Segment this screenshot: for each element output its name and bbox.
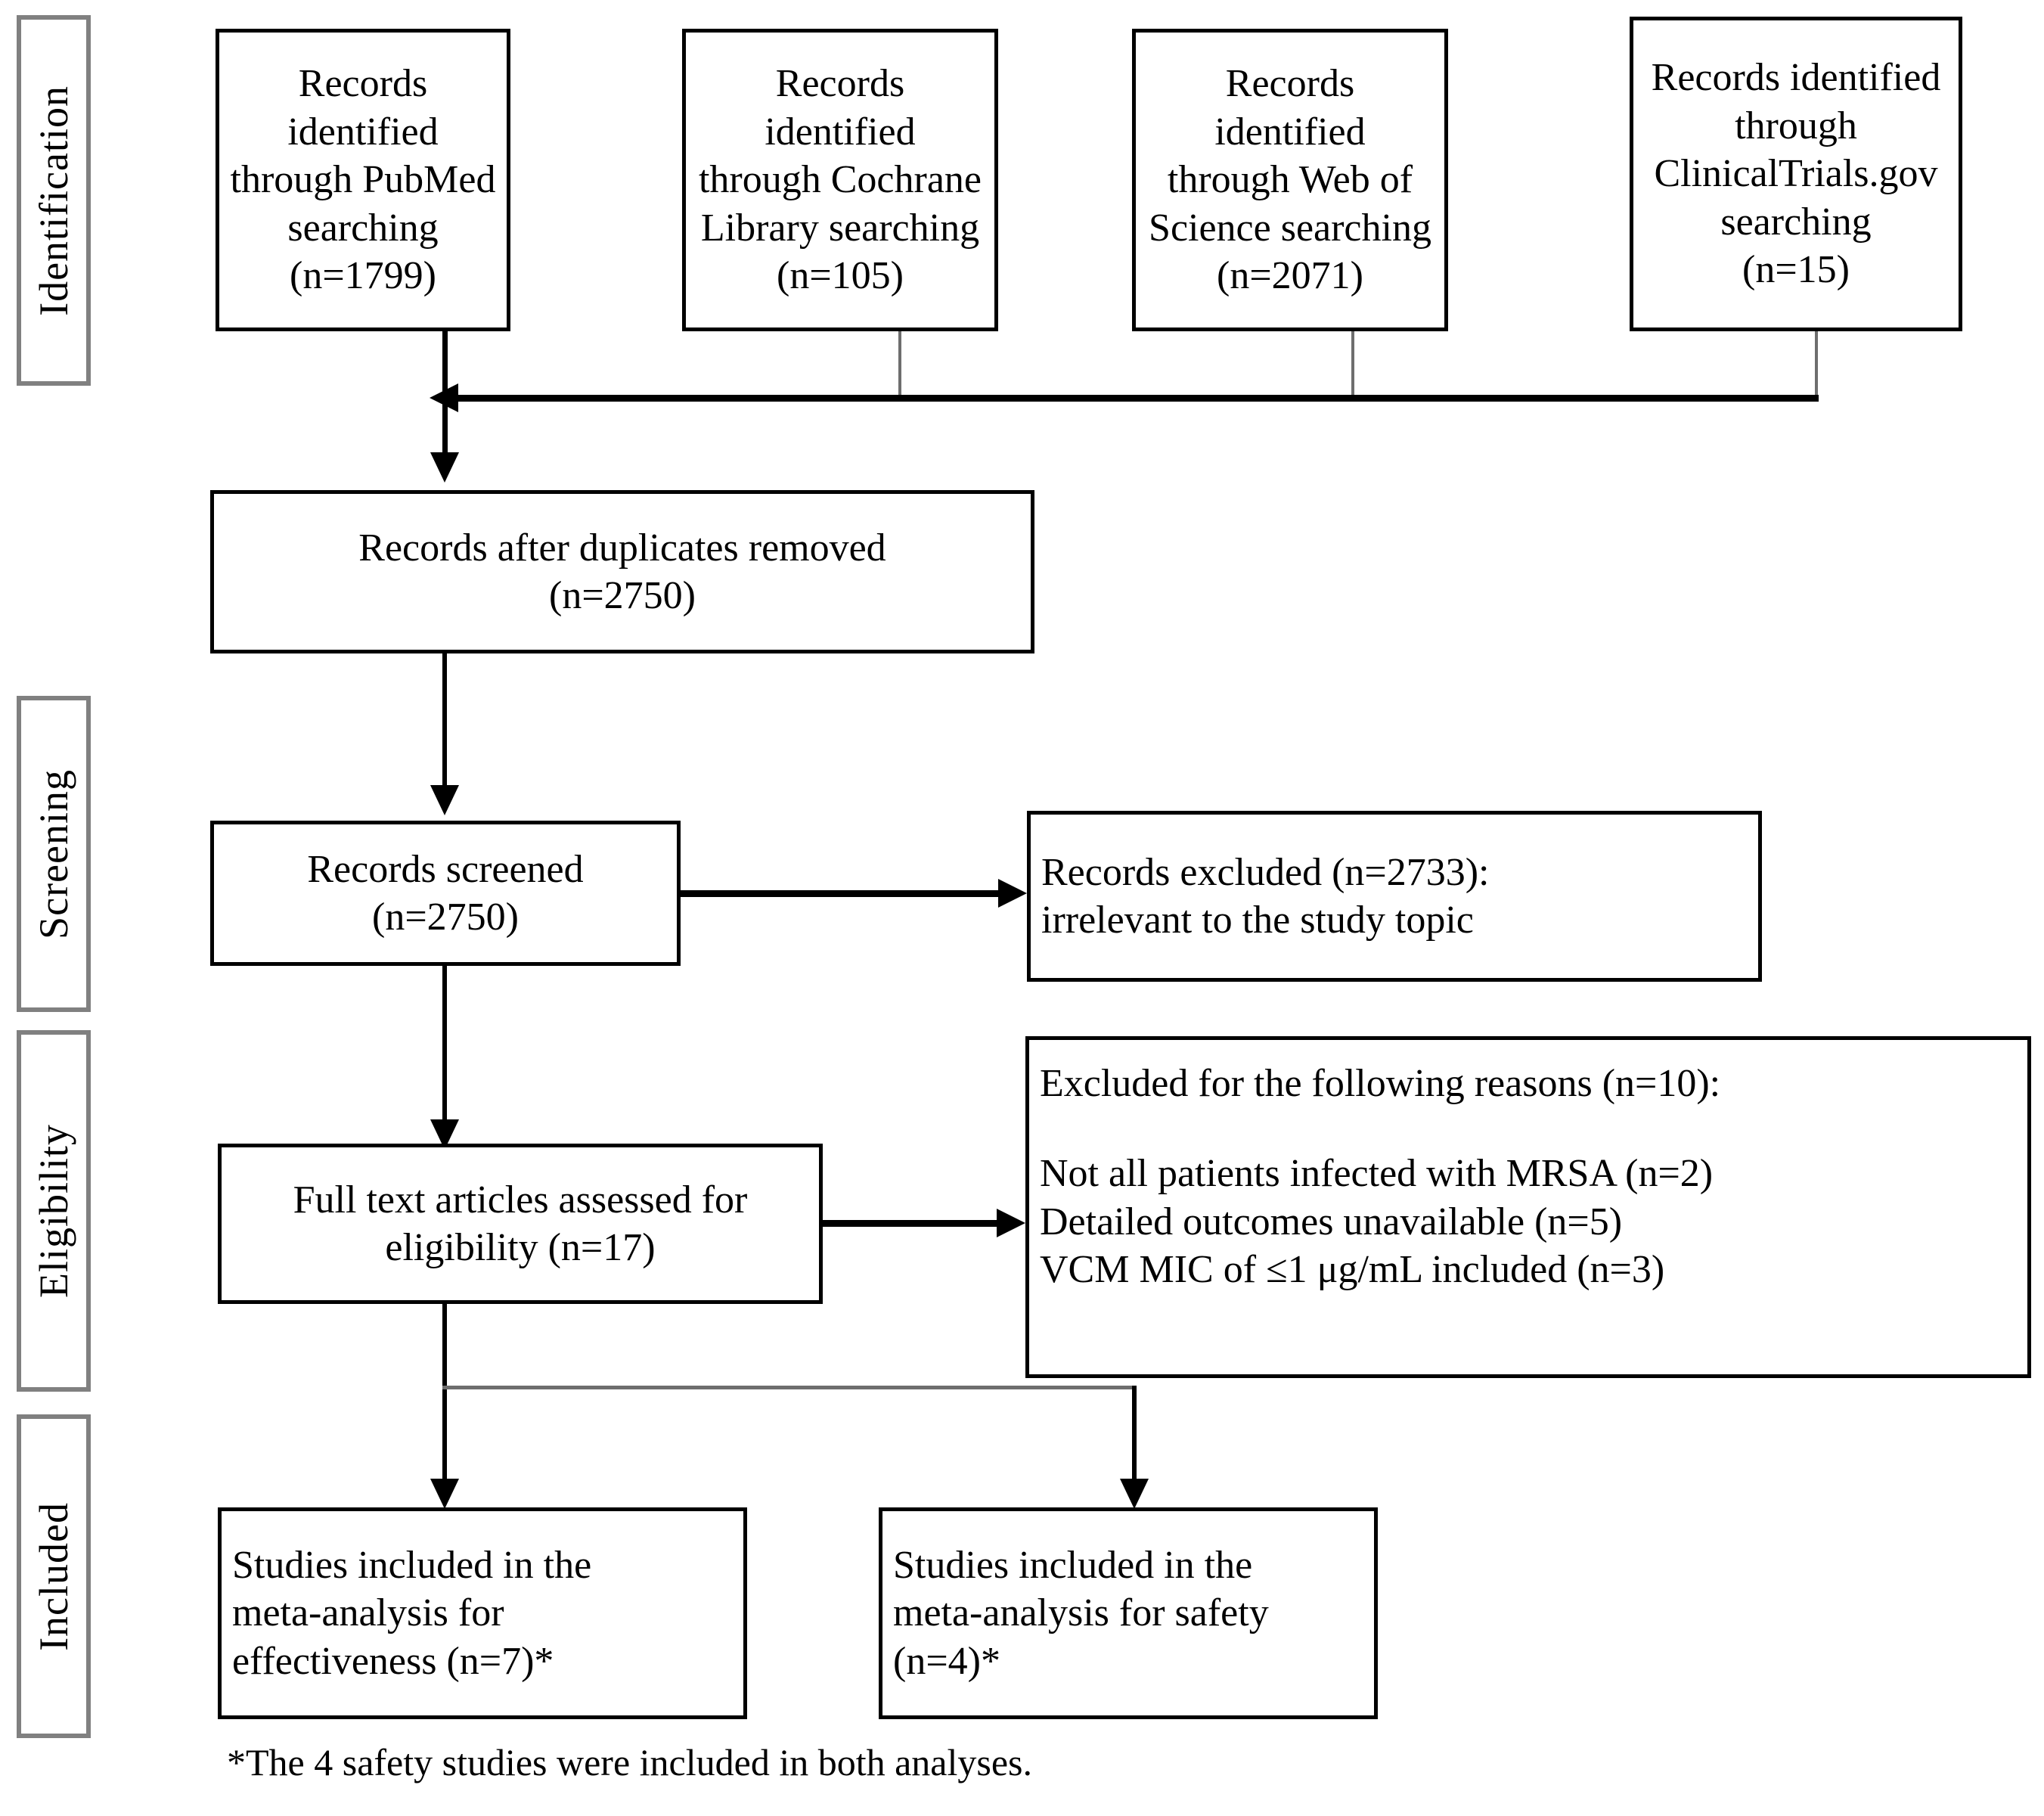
connector-branch-to-safety [1132, 1386, 1137, 1494]
connector-fulltext-to-excluded [823, 1220, 1000, 1227]
node-fulltext-assessed-text: Full text articles assessed for eligibil… [293, 1178, 748, 1269]
node-duplicates-removed-text: Records after duplicates removed (n=2750… [358, 526, 886, 617]
phase-eligibility: Eligibility [17, 1030, 91, 1392]
connector-to-duplicates-arrowhead [430, 452, 459, 483]
connector-merge-bar [442, 395, 1819, 402]
node-records-clinicaltrials-text: Records identified through ClinicalTrial… [1651, 56, 1941, 292]
node-included-effectiveness: Studies included in the meta-analysis fo… [218, 1507, 747, 1719]
node-records-pubmed: Records identified through PubMed search… [216, 29, 510, 331]
node-duplicates-removed: Records after duplicates removed (n=2750… [210, 490, 1034, 653]
eligibility-exclusions-spacer [1040, 1107, 2017, 1150]
phase-included-label: Included [31, 1501, 76, 1651]
eligibility-exclusion-reason-1: Not all patients infected with MRSA (n=2… [1040, 1152, 1714, 1196]
connector-duplicates-to-screened [442, 653, 447, 790]
connector-screened-to-excluded [681, 890, 1002, 897]
phase-screening: Screening [17, 696, 91, 1012]
phase-identification: Identification [17, 15, 91, 386]
node-records-web-of-science-text: Records identified through Web of Scienc… [1149, 62, 1431, 298]
node-eligibility-exclusions-body: Excluded for the following reasons (n=10… [1040, 1060, 2017, 1294]
eligibility-exclusion-reason-3: VCM MIC of ≤1 μg/mL included (n=3) [1040, 1248, 1665, 1292]
phase-included: Included [17, 1414, 91, 1738]
connector-clinicaltrials-drop [1815, 331, 1818, 398]
node-records-excluded-text: Records excluded (n=2733): irrelevant to… [1041, 850, 1490, 942]
node-fulltext-assessed: Full text articles assessed for eligibil… [218, 1144, 823, 1304]
connector-screened-to-fulltext [442, 966, 447, 1125]
connector-included-branch [442, 1386, 1137, 1389]
connector-merge-arrowhead [430, 383, 458, 412]
phase-identification-label: Identification [31, 85, 76, 316]
connector-cochrane-drop [898, 331, 901, 398]
node-records-clinicaltrials: Records identified through ClinicalTrial… [1630, 17, 1962, 331]
connector-fulltext-to-excluded-arrowhead [997, 1209, 1025, 1237]
connector-screened-to-excluded-arrowhead [998, 879, 1027, 908]
phase-screening-label: Screening [31, 768, 76, 939]
connector-to-screened-arrowhead [430, 785, 459, 815]
node-included-safety: Studies included in the meta-analysis fo… [879, 1507, 1378, 1719]
node-records-web-of-science: Records identified through Web of Scienc… [1132, 29, 1448, 331]
connector-wos-drop [1351, 331, 1354, 398]
eligibility-exclusion-reason-2: Detailed outcomes unavailable (n=5) [1040, 1200, 1623, 1243]
connector-to-safety-arrowhead [1120, 1479, 1149, 1509]
node-records-cochrane-text: Records identified through Cochrane Libr… [698, 62, 982, 298]
node-records-screened: Records screened (n=2750) [210, 821, 681, 966]
connector-fulltext-to-included [442, 1304, 447, 1493]
node-records-excluded: Records excluded (n=2733): irrelevant to… [1027, 811, 1762, 982]
node-included-safety-text: Studies included in the meta-analysis fo… [893, 1543, 1269, 1683]
connector-to-effectiveness-arrowhead [430, 1479, 459, 1509]
node-records-screened-text: Records screened (n=2750) [307, 847, 584, 939]
node-eligibility-exclusions: Excluded for the following reasons (n=10… [1025, 1036, 2031, 1378]
footnote-text: *The 4 safety studies were included in b… [227, 1741, 1032, 1783]
node-included-effectiveness-text: Studies included in the meta-analysis fo… [232, 1543, 592, 1683]
eligibility-exclusions-heading: Excluded for the following reasons (n=10… [1040, 1062, 1721, 1105]
phase-eligibility-label: Eligibility [31, 1123, 76, 1298]
node-records-pubmed-text: Records identified through PubMed search… [230, 62, 496, 298]
footnote: *The 4 safety studies were included in b… [227, 1740, 1032, 1785]
node-records-cochrane: Records identified through Cochrane Libr… [682, 29, 998, 331]
